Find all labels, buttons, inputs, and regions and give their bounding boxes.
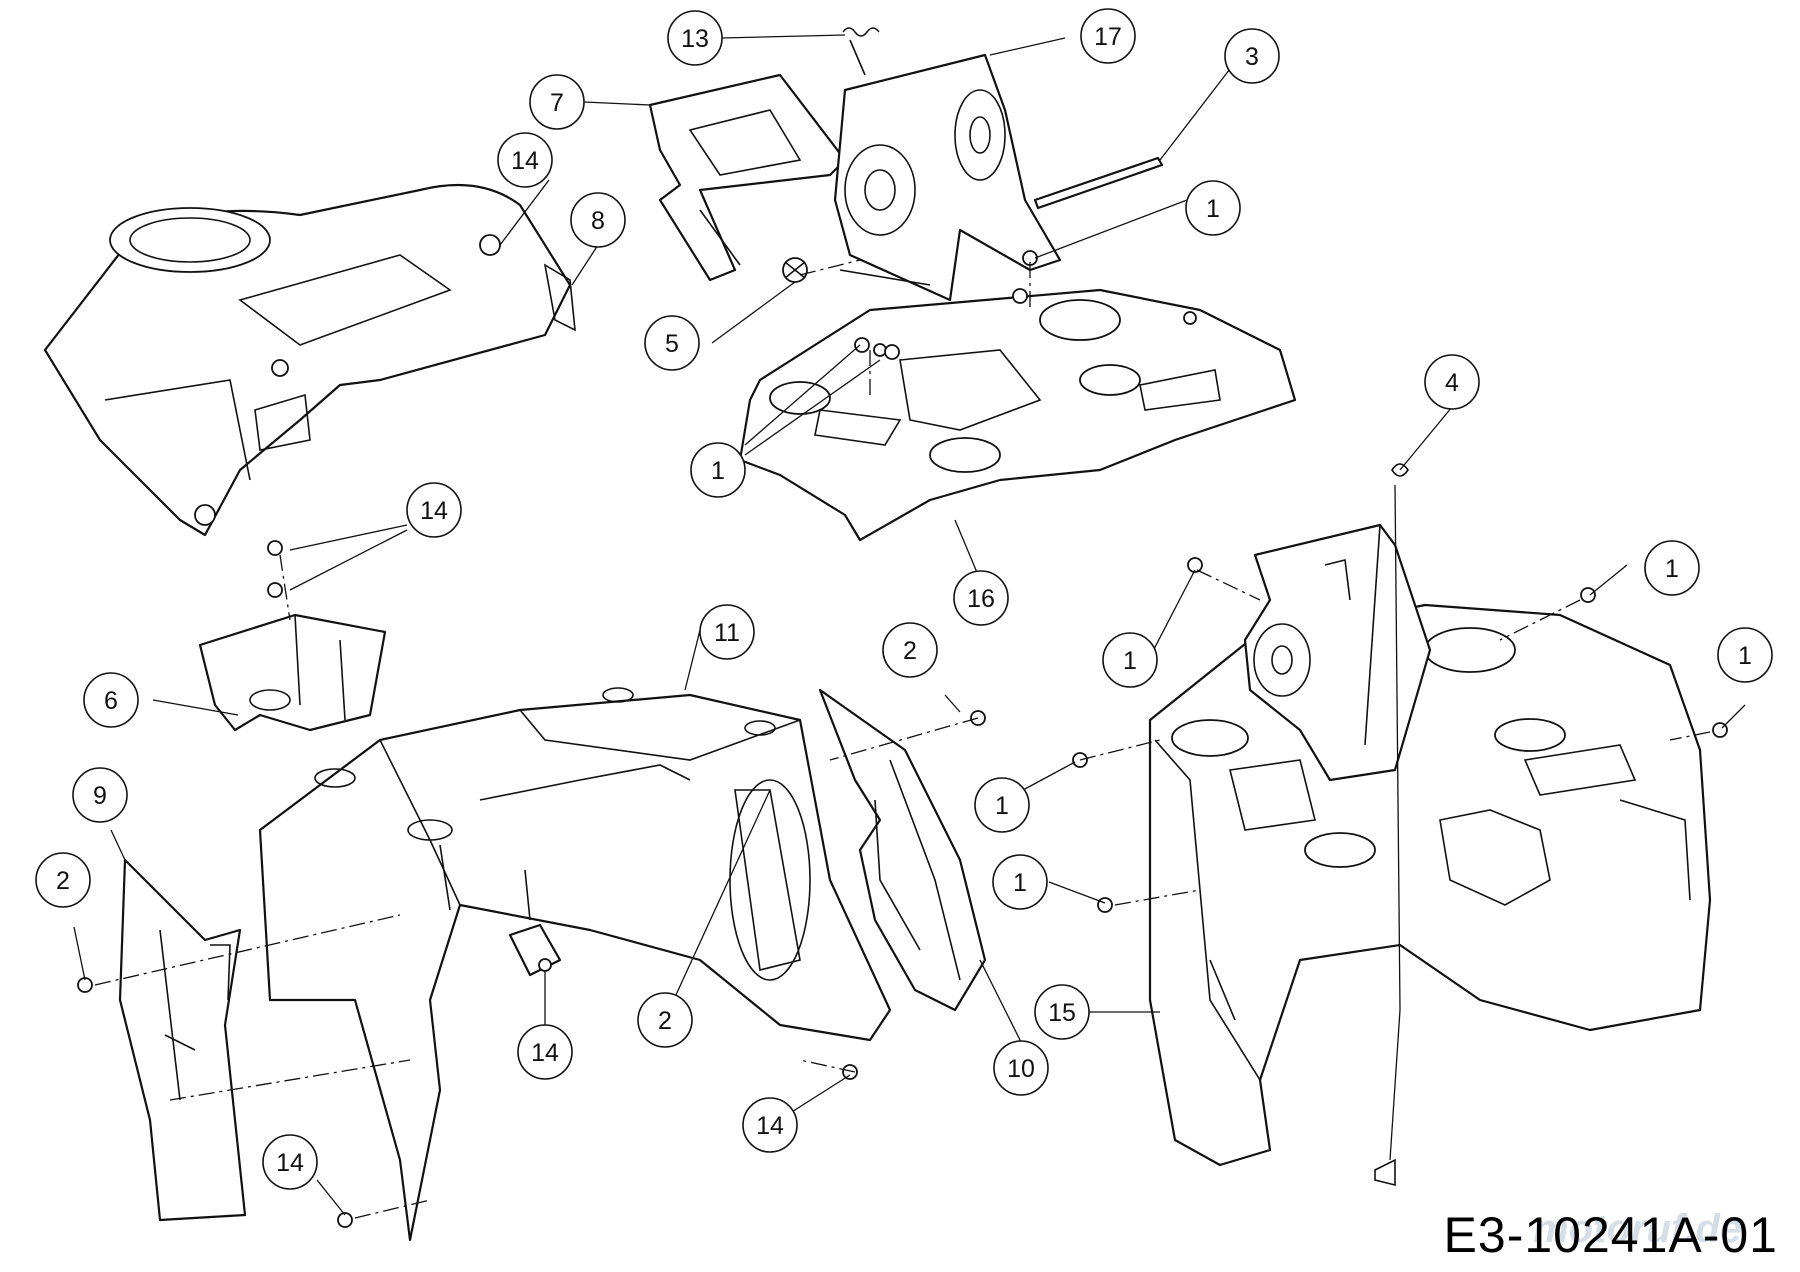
svg-text:2: 2 [56,867,70,895]
watermark: motoruf.de [1533,1207,1742,1251]
callout-1-f: 1 [974,777,1030,833]
left-side-panel [118,858,247,1222]
callout-6: 6 [83,672,139,728]
svg-text:1: 1 [1123,647,1137,675]
svg-text:14: 14 [511,147,539,175]
callout-3: 3 [1224,28,1280,84]
svg-text:1: 1 [1738,642,1752,670]
svg-text:14: 14 [420,497,448,525]
rod [1033,156,1164,210]
svg-text:14: 14 [276,1149,304,1177]
callout-1-a: 1 [1185,180,1241,236]
callout-5: 5 [644,315,700,371]
callout-14-d: 14 [262,1134,318,1190]
callout-10: 10 [993,1040,1049,1096]
callout-bubbles: 13 17 3 7 14 8 1 5 1 4 14 16 11 2 6 9 2 … [35,8,1773,1190]
callout-12: 13 [667,10,723,66]
right-side-panel [818,688,987,1012]
svg-text:8: 8 [591,207,605,235]
floor-plate [738,288,1297,542]
svg-text:17: 17 [1094,23,1122,51]
svg-text:15: 15 [1048,999,1076,1027]
callout-4: 4 [1424,354,1480,410]
svg-text:6: 6 [104,687,118,715]
callout-1-b: 1 [690,442,746,498]
svg-text:1: 1 [711,457,725,485]
svg-text:1: 1 [1013,869,1027,897]
main-front-body [258,687,892,1242]
svg-text:13: 13 [681,25,709,53]
svg-text:4: 4 [1445,369,1459,397]
fasteners [77,250,1728,1228]
callout-17: 17 [1080,8,1136,64]
leader-lines [73,34,1746,1216]
callout-2-a: 2 [882,622,938,678]
svg-text:2: 2 [658,1007,672,1035]
callout-15: 15 [1034,984,1090,1040]
svg-text:2: 2 [903,637,917,665]
console-bracket [648,73,847,283]
drawing-number: E3-10241A-01 [1443,1207,1778,1263]
callout-9: 9 [72,767,128,823]
small-bracket [198,613,387,732]
callout-1-g: 1 [992,854,1048,910]
svg-text:10: 10 [1007,1055,1035,1083]
svg-text:1: 1 [995,792,1009,820]
callout-1-c: 1 [1102,632,1158,688]
cable-link [1374,463,1409,1187]
svg-text:9: 9 [93,782,107,810]
callout-7: 7 [529,74,585,130]
callout-14-a: 14 [406,482,462,538]
svg-text:14: 14 [531,1039,559,1067]
upper-dash-cover [43,183,576,537]
callout-14-b: 14 [517,1024,573,1080]
svg-text:1: 1 [1665,555,1679,583]
rear-steering-support [1243,523,1432,782]
spring [842,27,880,76]
callout-13: 14 [497,132,553,188]
callout-8: 8 [570,192,626,248]
svg-text:7: 7 [550,89,564,117]
svg-text:16: 16 [967,585,995,613]
rear-body [1148,603,1712,1167]
callout-14-c: 14 [742,1097,798,1153]
svg-text:14: 14 [756,1112,784,1140]
assembly-centerlines [94,259,1711,1219]
svg-text:1: 1 [1206,195,1220,223]
steering-support-bracket [833,53,1062,302]
svg-text:5: 5 [665,330,679,358]
svg-text:3: 3 [1245,43,1259,71]
callout-2-b: 2 [35,852,91,908]
callout-16: 16 [953,570,1009,626]
svg-text:11: 11 [714,619,740,647]
callout-2-c: 2 [637,992,693,1048]
callout-1-e: 1 [1717,627,1773,683]
callout-1-d: 1 [1644,540,1700,596]
callout-11: 11 [699,604,755,660]
